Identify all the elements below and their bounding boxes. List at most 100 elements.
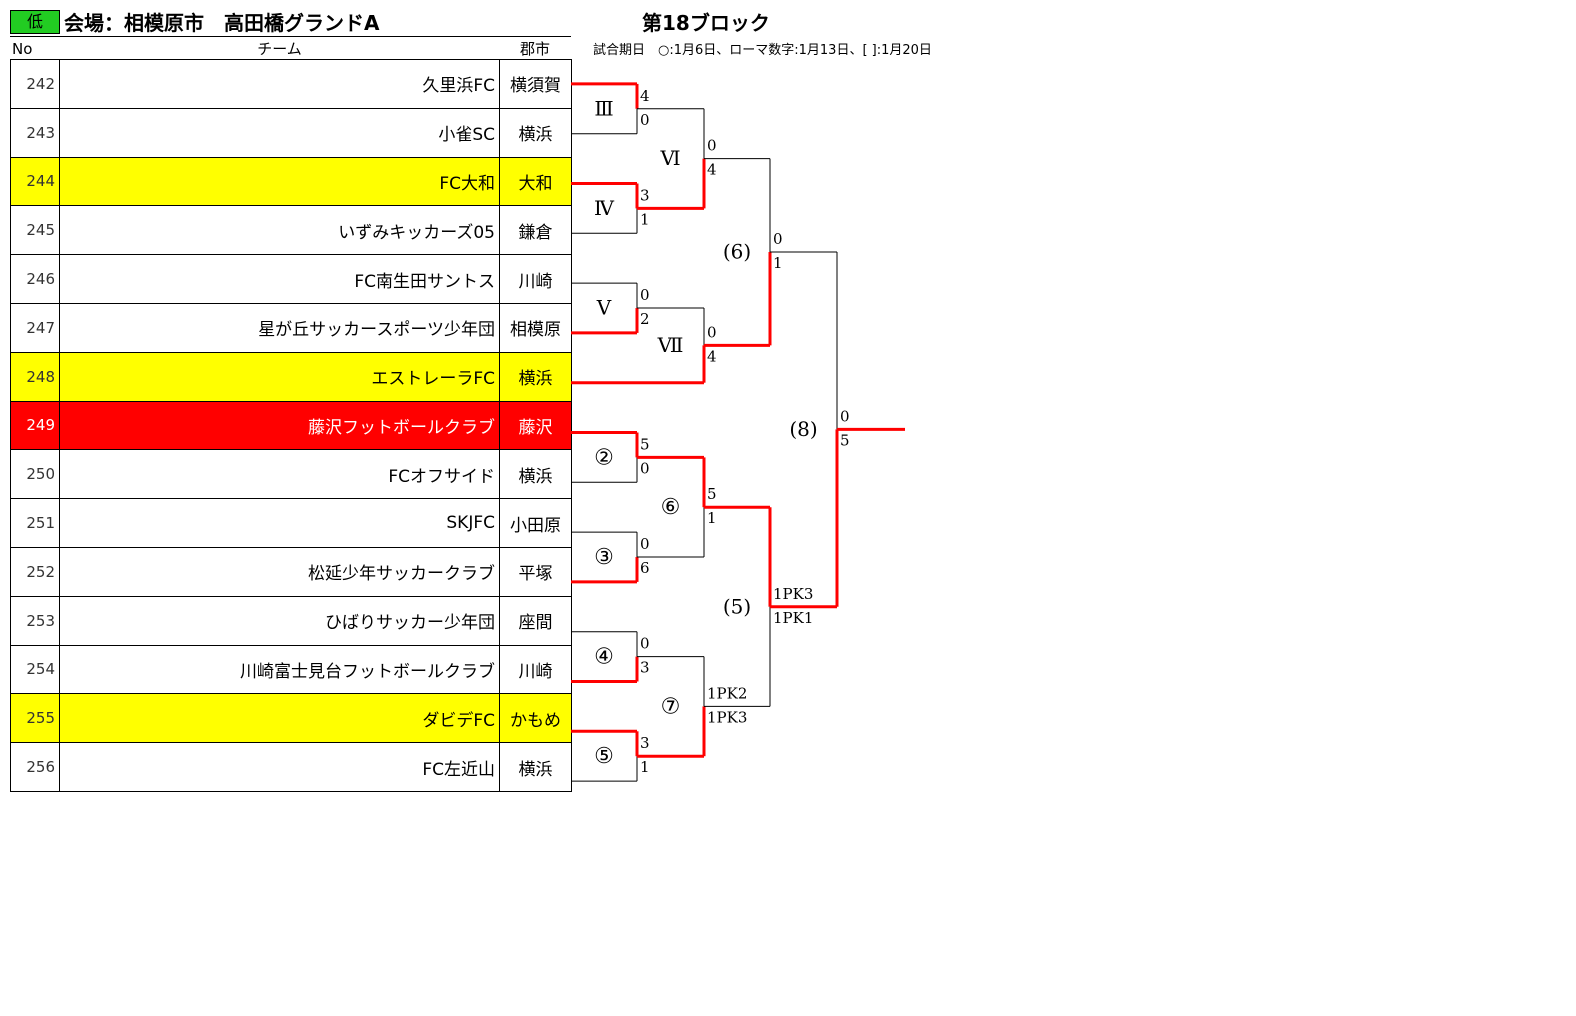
match-label: Ⅳ: [594, 196, 615, 220]
match-label: ⑤: [594, 744, 614, 769]
venue-title: 会場：相模原市 高田橋グランドA: [64, 11, 380, 35]
team-number: 252: [10, 546, 60, 597]
score-bottom: 1: [773, 254, 783, 272]
score-top: 0: [640, 535, 650, 553]
score-top: 3: [640, 734, 650, 752]
score-bottom: 1PK1: [773, 609, 813, 627]
team-city: 小田原: [499, 498, 572, 548]
team-city: 相模原: [499, 302, 572, 353]
team-name: FC南生田サントス: [59, 254, 500, 304]
match-label: Ⅴ: [596, 296, 612, 320]
team-name: 小雀SC: [59, 107, 500, 158]
score-top: 0: [640, 286, 650, 304]
match-label: ⑦: [661, 694, 681, 719]
team-name: 藤沢フットボールクラブ: [59, 400, 500, 451]
team-city: 座間: [499, 595, 572, 646]
score-top: 0: [840, 407, 850, 425]
team-name: 久里浜FC: [59, 59, 500, 109]
score-top: 4: [640, 87, 650, 105]
score-top: 0: [707, 323, 717, 341]
score-top: 5: [640, 435, 650, 453]
team-city: 藤沢: [499, 400, 572, 451]
team-city: 川崎: [499, 254, 572, 304]
score-bottom: 1PK3: [707, 708, 747, 726]
team-city: 横浜: [499, 742, 572, 792]
score-bottom: 6: [640, 559, 650, 577]
match-label: (6): [723, 239, 751, 263]
score-top: 5: [707, 485, 717, 503]
score-top: 0: [707, 137, 717, 155]
score-top: 0: [640, 635, 650, 653]
match-date-note: 試合期日 ○:1月6日、ローマ数字:1月13日、[ ]:1月20日: [593, 43, 932, 58]
team-name: FC大和: [59, 156, 500, 207]
team-city: 横浜: [499, 449, 572, 500]
team-name: 川崎富士見台フットボールクラブ: [59, 644, 500, 695]
score-bottom: 1: [640, 210, 650, 228]
team-city: 横浜: [499, 351, 572, 402]
team-number: 251: [10, 498, 60, 548]
team-number: 245: [10, 205, 60, 256]
score-bottom: 3: [640, 659, 650, 677]
score-bottom: 4: [707, 347, 717, 365]
score-bottom: 2: [640, 310, 650, 328]
team-number: 254: [10, 644, 60, 695]
score-bottom: 5: [840, 431, 850, 449]
score-top: 0: [773, 230, 783, 248]
team-name: 星が丘サッカースポーツ少年団: [59, 302, 500, 353]
column-header-team: チーム: [257, 40, 302, 58]
team-number: 242: [10, 59, 60, 109]
team-city: かもめ: [499, 693, 572, 744]
score-bottom: 0: [640, 111, 650, 129]
match-label: Ⅶ: [657, 333, 684, 357]
match-label: Ⅲ: [594, 96, 613, 120]
team-name: ひばりサッカー少年団: [59, 595, 500, 646]
match-label: Ⅵ: [659, 146, 680, 170]
team-number: 255: [10, 693, 60, 744]
team-number: 249: [10, 400, 60, 451]
team-number: 256: [10, 742, 60, 792]
score-top: 1PK3: [773, 585, 813, 603]
match-label: (5): [723, 594, 751, 618]
team-city: 横須賀: [499, 59, 572, 109]
column-header-city: 郡市: [519, 40, 550, 58]
level-badge: 低: [10, 10, 60, 34]
team-city: 川崎: [499, 644, 572, 695]
team-name: ダビデFC: [59, 693, 500, 744]
team-number: 244: [10, 156, 60, 207]
team-city: 横浜: [499, 107, 572, 158]
score-top: 3: [640, 186, 650, 204]
score-bottom: 4: [707, 161, 717, 179]
match-label: ④: [594, 645, 614, 670]
score-bottom: 1: [707, 509, 717, 527]
team-city: 平塚: [499, 546, 572, 597]
team-name: 松延少年サッカークラブ: [59, 546, 500, 597]
score-bottom: 1: [640, 758, 650, 776]
team-name: FC左近山: [59, 742, 500, 792]
match-label: ⑥: [661, 495, 681, 520]
block-title: 第18ブロック: [642, 11, 770, 35]
match-label: (8): [789, 417, 817, 441]
match-label: ③: [594, 545, 614, 570]
team-number: 247: [10, 302, 60, 353]
match-label: ②: [594, 445, 614, 470]
title-underline: [10, 36, 571, 37]
score-top: 1PK2: [707, 684, 747, 702]
score-bottom: 0: [640, 459, 650, 477]
column-header-no: No: [12, 40, 33, 58]
team-number: 248: [10, 351, 60, 402]
